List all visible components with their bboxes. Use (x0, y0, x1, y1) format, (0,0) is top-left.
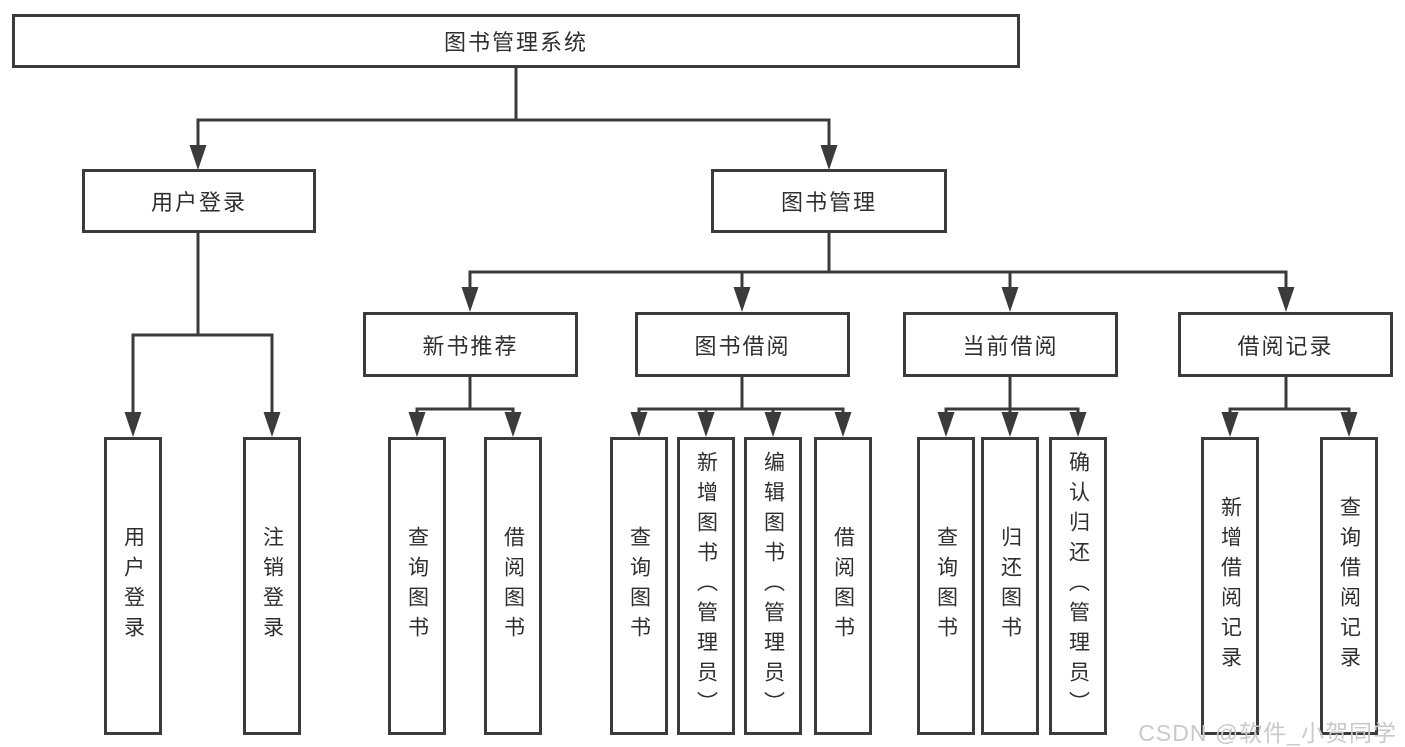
csdn-watermark: CSDN @软件_小贺同学 (1138, 720, 1397, 746)
node-current-borrowing-label: 当前借阅 (962, 333, 1059, 359)
leaf-confirm-return-admin: 确认归还（管理员） (1049, 437, 1107, 735)
leaf-query-books-current-label: 查询图书 (934, 526, 958, 646)
leaf-borrow-books-recommend-label: 借阅图书 (501, 526, 525, 646)
leaf-return-books: 归还图书 (981, 437, 1039, 735)
node-user-login: 用户登录 (82, 169, 316, 233)
node-current-borrowing: 当前借阅 (903, 312, 1118, 377)
node-root: 图书管理系统 (12, 14, 1020, 68)
node-book-borrowing: 图书借阅 (635, 312, 850, 377)
leaf-logout-label: 注销登录 (260, 526, 284, 646)
node-new-book-recommendation: 新书推荐 (363, 312, 578, 377)
leaf-return-books-label: 归还图书 (998, 526, 1022, 646)
leaf-borrow-books: 借阅图书 (814, 437, 872, 735)
node-book-management-label: 图书管理 (780, 190, 877, 215)
node-book-management: 图书管理 (711, 169, 947, 233)
leaf-query-borrow-record-label: 查询借阅记录 (1337, 496, 1361, 676)
leaf-query-books-current: 查询图书 (917, 437, 975, 735)
leaf-add-books-admin: 新增图书（管理员） (677, 437, 735, 735)
leaf-user-login-label: 用户登录 (121, 526, 145, 646)
leaf-user-login: 用户登录 (104, 437, 162, 735)
node-root-label: 图书管理系统 (443, 30, 588, 55)
leaf-query-borrow-record: 查询借阅记录 (1320, 437, 1378, 735)
leaf-query-books-recommend-label: 查询图书 (405, 526, 429, 646)
leaf-add-books-admin-label: 新增图书（管理员） (694, 451, 718, 721)
arrowheads (124, 145, 1358, 437)
leaf-edit-books-admin-label: 编辑图书（管理员） (761, 451, 785, 721)
leaf-query-books-recommend: 查询图书 (388, 437, 446, 735)
leaf-borrow-books-label: 借阅图书 (831, 526, 855, 646)
leaf-add-borrow-record: 新增借阅记录 (1201, 437, 1259, 735)
leaf-logout: 注销登录 (243, 437, 301, 735)
node-user-login-label: 用户登录 (150, 190, 247, 215)
leaf-edit-books-admin: 编辑图书（管理员） (744, 437, 802, 735)
leaf-add-borrow-record-label: 新增借阅记录 (1218, 496, 1242, 676)
node-borrowing-records: 借阅记录 (1178, 312, 1393, 377)
node-book-borrowing-label: 图书借阅 (694, 333, 791, 359)
node-borrowing-records-label: 借阅记录 (1237, 333, 1334, 359)
leaf-confirm-return-admin-label: 确认归还（管理员） (1066, 451, 1090, 721)
leaf-query-books-borrow: 查询图书 (610, 437, 668, 735)
leaf-borrow-books-recommend: 借阅图书 (484, 437, 542, 735)
leaf-query-books-borrow-label: 查询图书 (627, 526, 651, 646)
node-new-book-recommendation-label: 新书推荐 (422, 333, 519, 359)
